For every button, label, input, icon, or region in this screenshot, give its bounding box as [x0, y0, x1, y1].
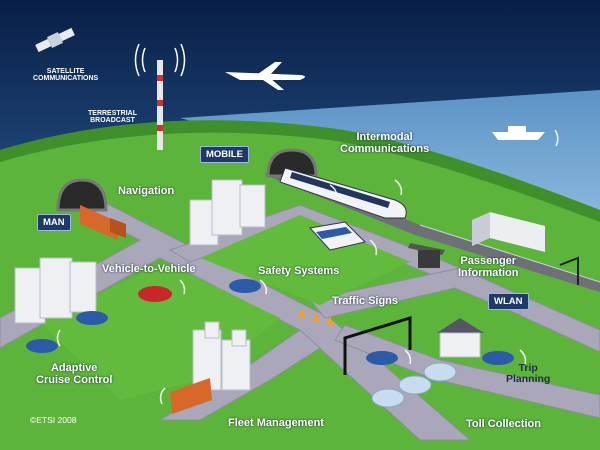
- gantry-icon: [559, 256, 579, 285]
- man-tag: MAN: [37, 214, 71, 231]
- toll-booth-icon: [371, 362, 457, 408]
- trip-planning-label: Trip Planning: [506, 362, 551, 386]
- car-icon: [482, 351, 514, 365]
- wlan-tag: WLAN: [488, 293, 529, 310]
- tunnel-icon: [56, 178, 108, 212]
- car-icon: [76, 311, 108, 325]
- antenna-icon: [134, 43, 186, 150]
- airplane-icon: [225, 62, 305, 90]
- satellite-icon: [35, 27, 75, 53]
- ship-icon: [492, 126, 545, 140]
- car-icon: [229, 279, 261, 293]
- house-icon: [437, 318, 484, 358]
- navigation-label: Navigation: [118, 185, 175, 197]
- traffic-cone-icon: [298, 308, 334, 326]
- passenger-information-label: Passenger Information: [458, 255, 519, 279]
- vehicle-to-vehicle-label: Vehicle-to-Vehicle: [102, 263, 196, 275]
- truck-icon: [80, 205, 126, 240]
- toll-collection-label: Toll Collection: [466, 418, 541, 430]
- car-icon: [366, 351, 398, 365]
- safety-systems-label: Safety Systems: [258, 265, 340, 277]
- gantry-icon: [343, 315, 412, 375]
- building-icon: [189, 179, 266, 246]
- building-icon: [192, 321, 251, 391]
- tunnel-icon: [266, 148, 318, 178]
- car-icon: [26, 339, 58, 353]
- building-icon: [472, 212, 545, 252]
- truck-icon: [170, 378, 212, 414]
- terrestrial-label: TERRESTRIAL BROADCAST: [88, 110, 137, 125]
- train-icon: [279, 167, 407, 219]
- bus-icon: [309, 221, 366, 251]
- building-icon: [14, 257, 97, 324]
- adaptive-cruise-control-label: Adaptive Cruise Control: [36, 362, 113, 386]
- mobile-tag: MOBILE: [200, 146, 249, 163]
- satellite-label: SATELLITE COMMUNICATIONS: [33, 68, 99, 83]
- traffic-signs-label: Traffic Signs: [332, 295, 399, 307]
- car-icon: [138, 286, 172, 302]
- intermodal-label: Intermodal Communications: [340, 131, 430, 155]
- bus-stop-icon: [408, 243, 445, 268]
- copyright-label: ©ETSI 2008: [30, 415, 77, 425]
- fleet-management-label: Fleet Management: [228, 417, 324, 429]
